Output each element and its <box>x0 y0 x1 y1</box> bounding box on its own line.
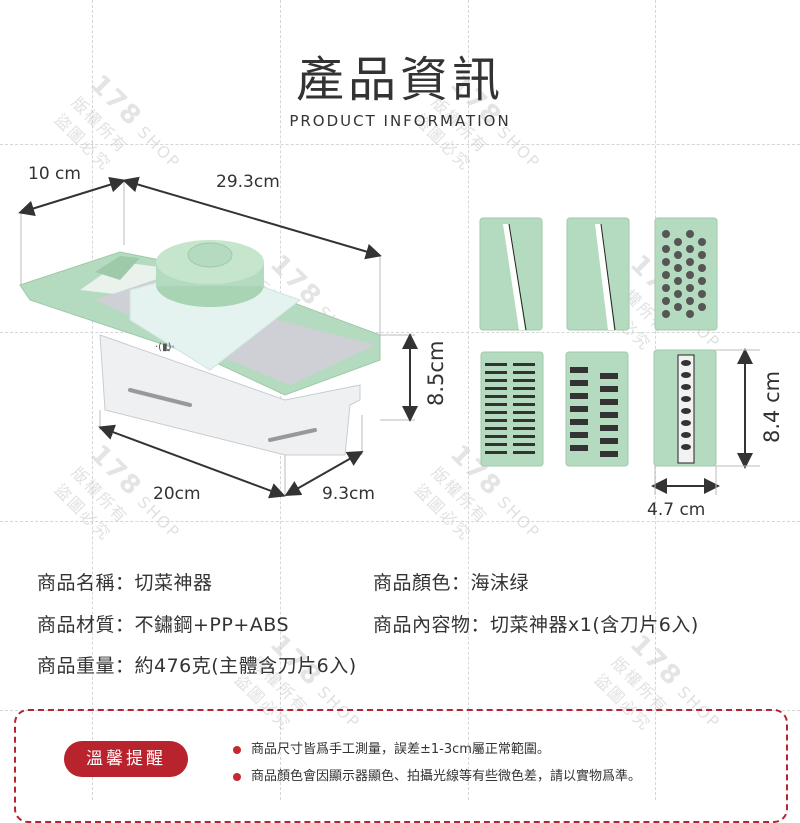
dim-height-label: 8.5cm <box>424 340 448 406</box>
dim-blade-height-label: 8.4 cm <box>760 370 784 443</box>
dim-blade-width-label: 4.7 cm <box>647 500 706 520</box>
grid-line <box>468 0 469 800</box>
blade-slicer-thin <box>479 217 543 331</box>
reminder-note: 商品顏色會因顯示器顯色、拍攝光線等有些微色差，請以實物爲準。 <box>233 765 641 784</box>
length-arrow <box>122 176 382 260</box>
blade-julienne-fine <box>480 351 544 467</box>
box-length-arrow <box>98 424 286 499</box>
spec-material: 商品材質：不鏽鋼+PP+ABS <box>37 614 290 636</box>
reminder-note: 商品尺寸皆爲手工測量，誤差±1-3cm屬正常範圍。 <box>233 738 550 757</box>
spec-name: 商品名稱：切菜神器 <box>37 572 213 594</box>
svg-text:·(▮)·: ·(▮)· <box>155 342 175 353</box>
spec-contents: 商品內容物：切菜神器x1(含刀片6入) <box>373 614 699 636</box>
blade-shredder <box>653 349 717 467</box>
container-body <box>99 334 361 456</box>
grid-line <box>92 0 93 800</box>
reminder-badge: 溫馨提醒 <box>64 741 188 777</box>
dim-length-label: 29.3cm <box>216 172 280 192</box>
dim-box-length-label: 20cm <box>153 484 201 504</box>
spec-color: 商品顏色：海沫绿 <box>373 572 530 594</box>
blade-grater <box>654 217 718 331</box>
depth-arrow <box>18 176 126 217</box>
page-subtitle: PRODUCT INFORMATION <box>289 112 511 130</box>
product-diagram: ·(▮)· <box>18 176 760 499</box>
dim-depth-label: 10 cm <box>28 164 81 184</box>
spec-weight: 商品重量：約476克(主體含刀片6入) <box>37 655 357 677</box>
blade-julienne-coarse <box>565 351 629 467</box>
slicer-top-plate: ·(▮)· <box>19 240 381 396</box>
box-width-arrow <box>284 451 364 496</box>
bullet-icon <box>233 772 241 781</box>
grid-line <box>0 144 800 145</box>
page-title: 產品資訊 <box>295 52 504 108</box>
grid-line <box>0 332 800 333</box>
bullet-icon <box>233 745 241 754</box>
dim-box-width-label: 9.3cm <box>322 484 375 504</box>
grid-line <box>0 521 800 522</box>
blade-slicer-thick <box>566 217 630 331</box>
